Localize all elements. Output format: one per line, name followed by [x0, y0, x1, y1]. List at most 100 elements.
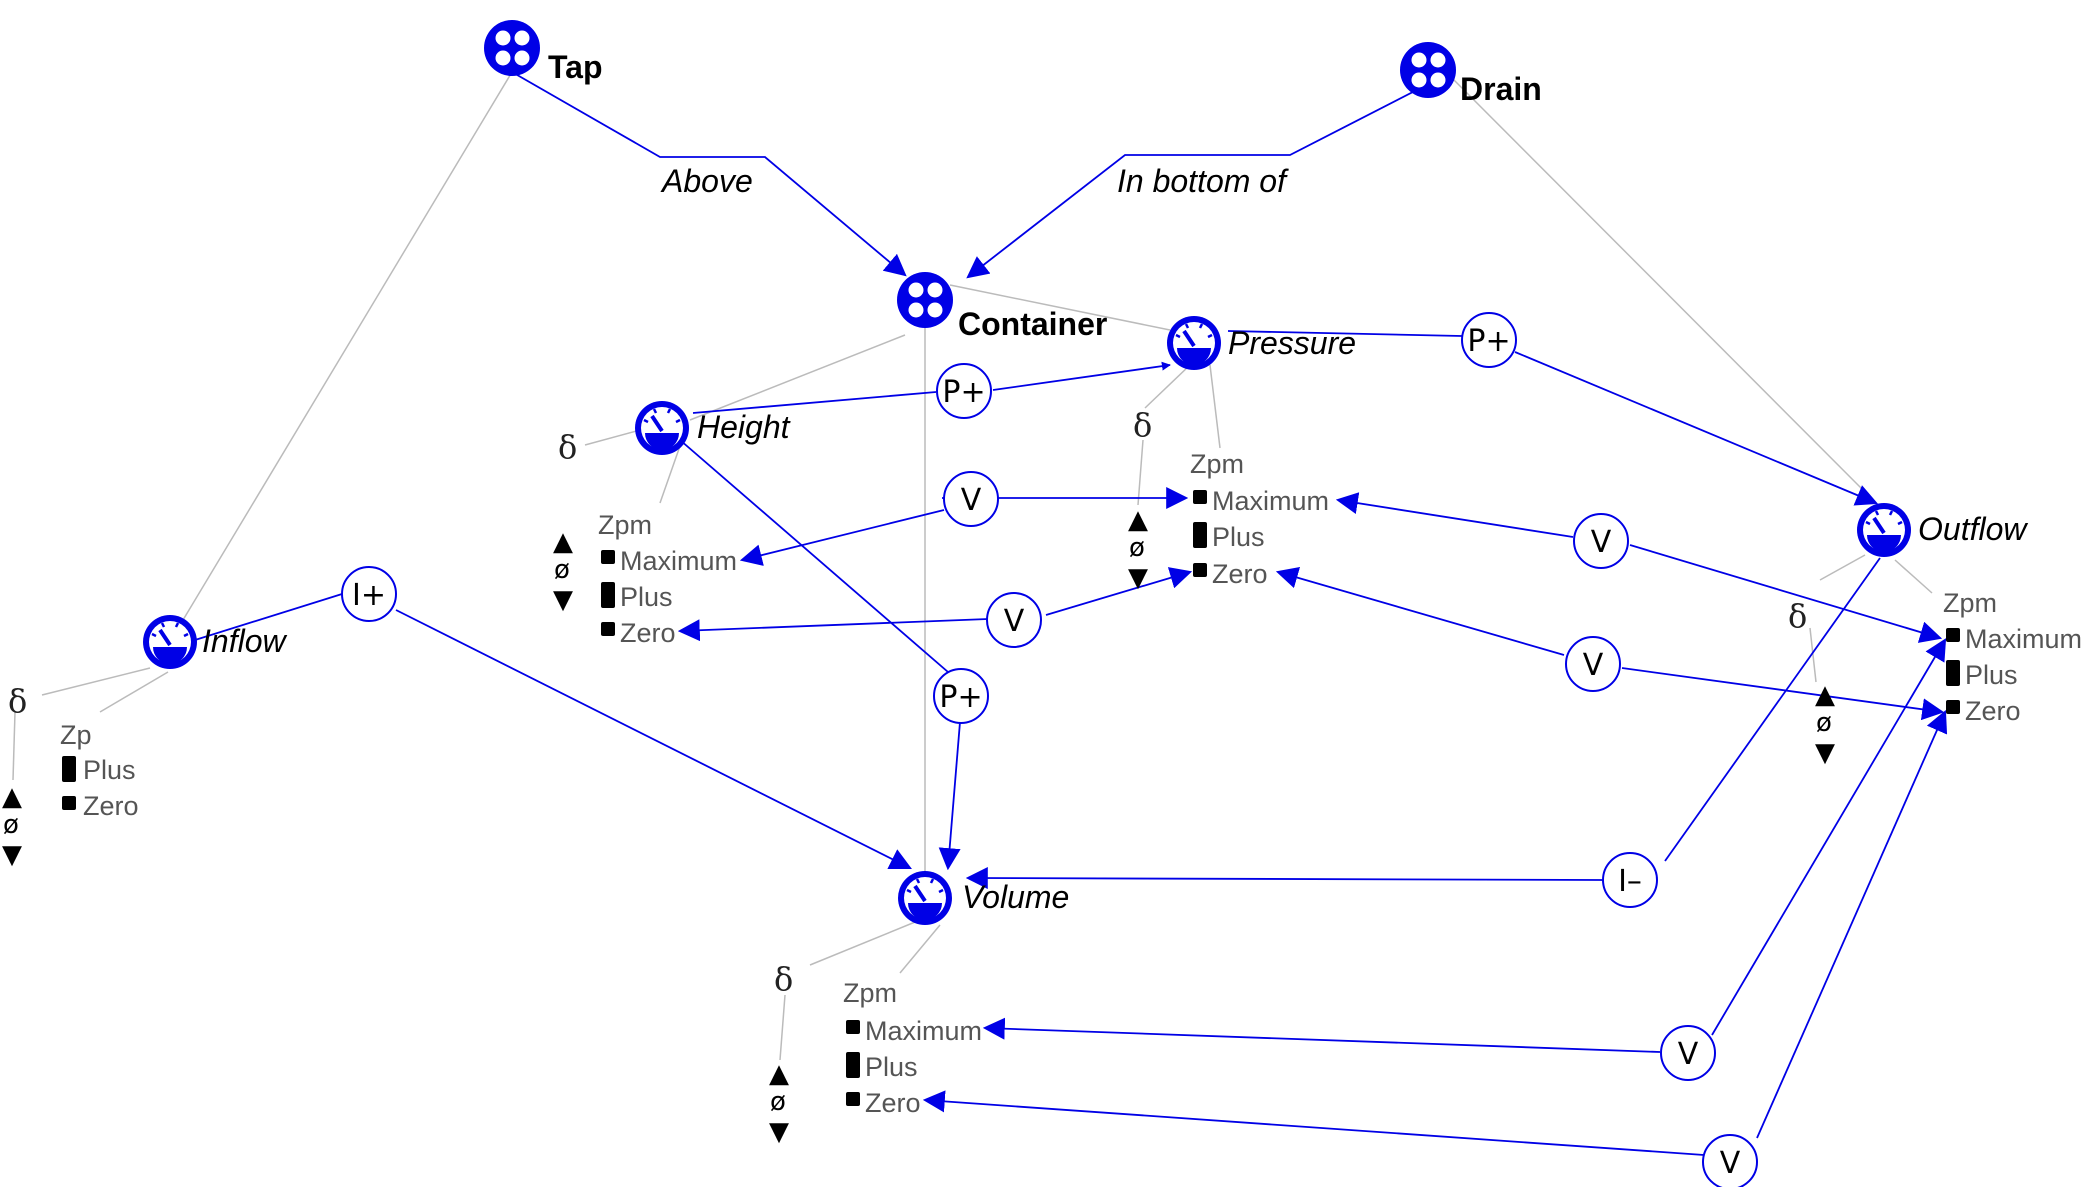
point-marker[interactable]	[62, 796, 76, 810]
interval-marker[interactable]	[601, 582, 615, 608]
interval-marker[interactable]	[62, 756, 76, 782]
point-marker[interactable]	[846, 1020, 860, 1034]
qs-value-plus: Plus	[620, 582, 673, 612]
relation-outflow-to-i-minus	[1664, 557, 1881, 862]
quantity-space-name: Zpm	[1943, 588, 1997, 618]
quantity-label: Pressure	[1228, 325, 1356, 361]
interval-marker[interactable]	[846, 1052, 860, 1078]
connector-drain-outflow	[1447, 73, 1879, 506]
derivative-zero[interactable]: ø	[1816, 708, 1832, 738]
dependency-v-height-pressure-max[interactable]: V	[943, 471, 999, 527]
dependency-i-plus-inflow-volume[interactable]: I+	[341, 566, 397, 622]
quantity-space-name: Zpm	[1190, 449, 1244, 479]
interval-marker[interactable]	[1946, 660, 1960, 686]
quantity-outflow[interactable]: Outflow	[1857, 503, 2028, 557]
quantity-pressure[interactable]: Pressure	[1167, 316, 1356, 370]
derivative-height: δ ▲ ø ▼	[553, 428, 577, 615]
connector-volume-delta	[809, 919, 921, 966]
quantity-space-pressure: Zpm Maximum Plus Zero	[1190, 449, 1329, 589]
qs-value-zero: Zero	[1212, 559, 1268, 589]
connector-tap-inflow	[179, 71, 513, 626]
point-marker[interactable]	[601, 550, 615, 564]
quantity-volume[interactable]: Volume	[898, 871, 1069, 925]
gauge-icon	[898, 871, 952, 925]
qs-value-zero: Zero	[620, 618, 676, 648]
delta-symbol: δ	[1133, 406, 1152, 444]
dependency-label: V	[961, 483, 982, 518]
derivative-down[interactable]: ▼	[2, 840, 22, 870]
entity-container[interactable]: Container	[897, 272, 1107, 342]
relations	[194, 71, 1948, 1156]
delta-symbol: δ	[8, 682, 27, 720]
dependency-v-pressure-outflow-zero[interactable]: V	[1565, 636, 1621, 692]
interval-marker[interactable]	[1193, 522, 1207, 548]
relation-above[interactable]	[511, 71, 907, 277]
relation-v-to-volume-maximum	[982, 1017, 1661, 1053]
point-marker[interactable]	[1193, 490, 1207, 504]
dependency-p-plus-pressure-outflow[interactable]: P+	[1461, 312, 1517, 368]
derivative-outflow: δ ▲ ø ▼	[1788, 597, 1835, 768]
dependency-label: V	[1678, 1037, 1699, 1072]
entity-icon	[484, 20, 540, 76]
dependency-label: P+	[1467, 324, 1510, 359]
relation-v-to-height-zero	[677, 618, 989, 642]
relation-p-plus-to-outflow	[1514, 351, 1879, 506]
derivative-up[interactable]: ▲	[769, 1059, 789, 1089]
derivative-zero[interactable]: ø	[770, 1087, 786, 1117]
relation-in-bottom-of[interactable]	[966, 73, 1449, 279]
derivative-up[interactable]: ▲	[553, 527, 573, 557]
delta-symbol: δ	[1788, 597, 1807, 635]
dependency-p-plus-height-volume[interactable]: P+	[933, 668, 989, 724]
derivative-down[interactable]: ▼	[1128, 563, 1148, 593]
derivative-down[interactable]: ▼	[1815, 738, 1835, 768]
quantity-inflow[interactable]: Inflow	[143, 615, 287, 669]
relation-v-to-pressure-zero-2	[1275, 566, 1565, 656]
point-marker[interactable]	[601, 622, 615, 636]
derivative-zero[interactable]: ø	[1129, 533, 1145, 563]
connector-inflow-qs	[99, 671, 169, 713]
dependency-p-plus-height-pressure[interactable]: P+	[936, 363, 992, 419]
point-marker[interactable]	[1946, 700, 1960, 714]
qs-value-zero: Zero	[83, 791, 139, 821]
derivative-down[interactable]: ▼	[553, 585, 573, 615]
dependency-v-height-pressure-zero[interactable]: V	[986, 592, 1042, 648]
quantity-label: Inflow	[202, 623, 287, 659]
qs-value-maximum: Maximum	[865, 1016, 982, 1046]
derivative-zero[interactable]: ø	[554, 555, 570, 585]
entity-drain[interactable]: Drain	[1400, 42, 1542, 107]
relation-v-to-height-maximum	[739, 509, 945, 566]
derivative-up[interactable]: ▲	[2, 782, 22, 812]
derivative-up[interactable]: ▲	[1815, 680, 1835, 710]
qs-value-plus: Plus	[83, 755, 136, 785]
point-marker[interactable]	[1193, 563, 1207, 577]
connector-pressure-qs	[1209, 364, 1221, 449]
relation-v-to-outflow-zero	[1621, 667, 1945, 721]
derivative-inflow: δ ▲ ø ▼	[2, 682, 27, 870]
connector-height-delta	[584, 429, 641, 446]
quantity-height[interactable]: Height	[635, 401, 791, 455]
dependency-v-volume-outflow-max[interactable]: V	[1660, 1025, 1716, 1081]
dependency-i-minus-outflow-volume[interactable]: I–	[1602, 852, 1658, 908]
connector-inflow-delta	[41, 667, 151, 696]
connector-volume-derivative	[779, 994, 786, 1061]
point-marker[interactable]	[1946, 628, 1960, 642]
point-marker[interactable]	[846, 1092, 860, 1106]
dependency-v-pressure-outflow-max[interactable]: V	[1573, 513, 1629, 569]
quantity-space-height: Zpm Maximum Plus Zero	[598, 510, 737, 648]
configuration-label-above: Above	[660, 163, 753, 199]
relation-v-to-pressure-maximum-2	[1335, 492, 1574, 538]
connector-outflow-derivative	[1809, 627, 1817, 683]
derivative-down[interactable]: ▼	[769, 1117, 789, 1147]
entity-tap[interactable]: Tap	[484, 20, 603, 85]
dependency-v-volume-outflow-zero[interactable]: V	[1702, 1134, 1758, 1187]
entity-icon	[897, 272, 953, 328]
derivative-zero[interactable]: ø	[3, 810, 19, 840]
derivative-up[interactable]: ▲	[1128, 505, 1148, 535]
dependency-label: P+	[942, 375, 985, 410]
derivative-pressure: δ ▲ ø ▼	[1128, 406, 1152, 593]
gauge-icon	[635, 401, 689, 455]
relation-p-plus-to-volume	[938, 721, 961, 871]
delta-symbol: δ	[774, 960, 793, 998]
gauge-icon	[1167, 316, 1221, 370]
